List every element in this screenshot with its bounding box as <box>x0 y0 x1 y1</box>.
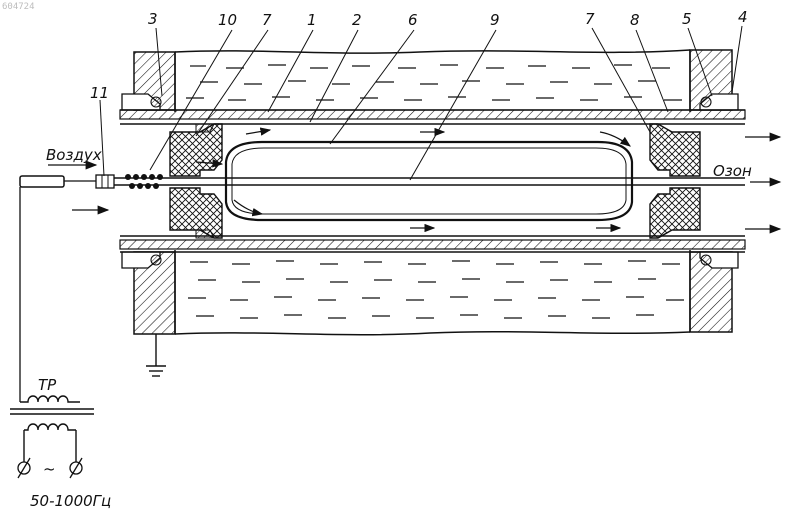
water-jacket-top <box>175 50 690 112</box>
frequency-label: 50-1000Гц <box>30 492 111 510</box>
part-number-11: 11 <box>90 84 109 102</box>
part-number-8: 8 <box>630 11 640 29</box>
part-number-7-left: 7 <box>262 11 272 29</box>
contact-spring <box>125 174 163 189</box>
transformer-label: ТР <box>38 376 57 394</box>
part-number-7-right: 7 <box>585 10 595 28</box>
right-bushing <box>650 124 700 238</box>
water-dashes-top <box>186 65 682 100</box>
water-dashes-bottom <box>188 261 684 318</box>
inner-glass-electrode <box>226 142 632 220</box>
transformer <box>10 396 94 462</box>
air-inlet-label: Воздух <box>46 146 102 164</box>
part-number-4: 4 <box>738 8 748 26</box>
ac-symbol: ~ <box>43 460 56 478</box>
part-number-9: 9 <box>490 11 500 29</box>
hv-terminal <box>20 175 114 402</box>
watermark-text: 604724 <box>2 2 35 12</box>
part-number-6: 6 <box>408 11 418 29</box>
ozone-outlet-label: Озон <box>713 162 752 180</box>
left-bushing <box>170 124 222 238</box>
outlet-arrows <box>745 137 780 229</box>
part-number-5: 5 <box>682 10 692 28</box>
part-number-2: 2 <box>352 11 362 29</box>
part-number-3: 3 <box>148 10 158 28</box>
part-number-10: 10 <box>218 11 237 29</box>
part-number-1: 1 <box>307 11 317 29</box>
water-jacket-bottom <box>175 250 690 335</box>
ground-symbol <box>146 334 166 376</box>
